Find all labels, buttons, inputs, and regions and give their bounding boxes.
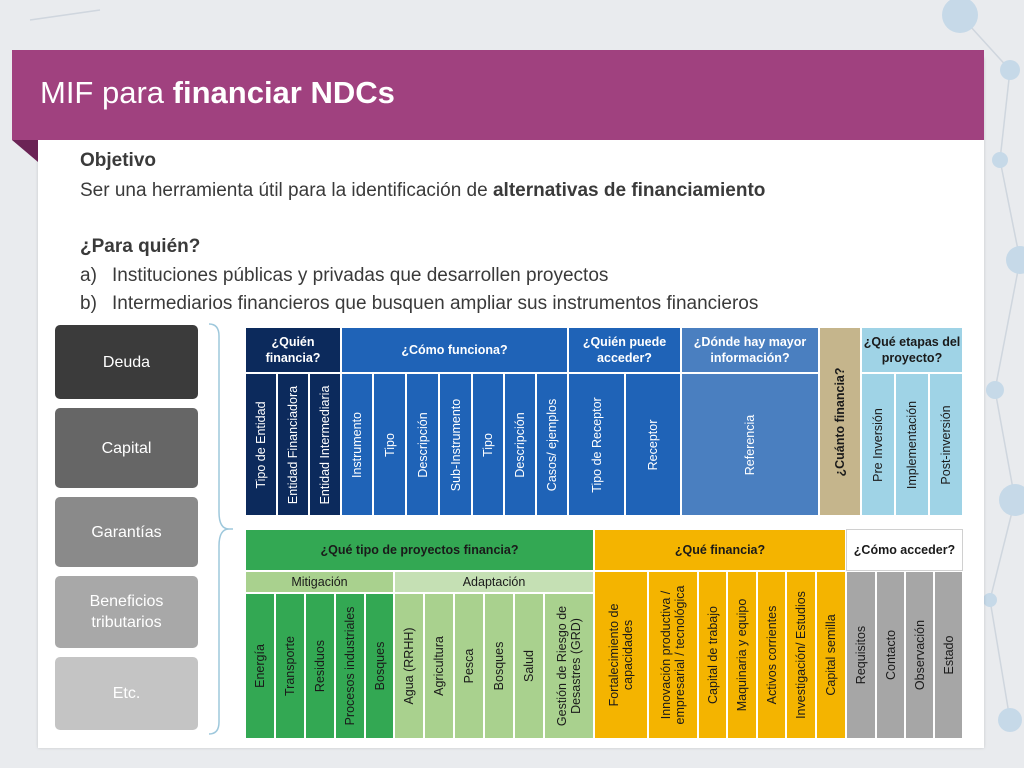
header-como-acceder: ¿Cómo acceder?: [846, 529, 963, 571]
page-title: MIF para financiar NDCs: [40, 75, 395, 111]
col-observacion: Observación: [905, 571, 934, 739]
col-casos-ejemplos: Casos/ ejemplos: [536, 373, 568, 516]
objective-heading: Objetivo: [80, 150, 157, 171]
col-entidad-intermediaria: Entidad Intermediaria: [309, 373, 341, 516]
col-implementacion: Implementación: [895, 373, 929, 516]
audience-item-b: b)Intermediarios financieros que busquen…: [80, 293, 759, 314]
col-requisitos: Requisitos: [846, 571, 876, 739]
col-tipo-de-entidad: Tipo de Entidad: [245, 373, 277, 516]
header-tipo-proyectos: ¿Qué tipo de proyectos financia?: [245, 529, 594, 571]
banner-fold: [12, 140, 38, 162]
col-salud: Salud: [514, 593, 544, 739]
audience-item-a: a)Instituciones públicas y privadas que …: [80, 265, 609, 286]
header-etapas: ¿Qué etapas del proyecto?: [861, 327, 963, 373]
col-referencia: Referencia: [681, 373, 819, 516]
instrument-beneficios-tributarios[interactable]: Beneficios tributarios: [55, 576, 198, 648]
col-agua-rrhh: Agua (RRHH): [394, 593, 424, 739]
col-tipo-1: Tipo: [373, 373, 406, 516]
subheader-mitigacion: Mitigación: [245, 571, 394, 593]
col-post-inversion: Post-inversión: [929, 373, 963, 516]
col-tipo-de-receptor: Tipo de Receptor: [568, 373, 625, 516]
col-tipo-2: Tipo: [472, 373, 504, 516]
header-cuanto-financia: ¿Cuánto financia?: [819, 327, 861, 516]
header-donde-info: ¿Dónde hay mayor información?: [681, 327, 819, 373]
title-banner: [12, 50, 984, 140]
col-maquinaria-equipo: Maquinaria y equipo: [727, 571, 757, 739]
col-descripcion-2: Descripción: [504, 373, 536, 516]
col-pesca: Pesca: [454, 593, 484, 739]
col-descripcion-1: Descripción: [406, 373, 439, 516]
objective-text: Ser una herramienta útil para la identif…: [80, 180, 766, 201]
col-instrumento: Instrumento: [341, 373, 373, 516]
col-capital-de-trabajo: Capital de trabajo: [698, 571, 727, 739]
col-agricultura: Agricultura: [424, 593, 454, 739]
col-fortalecimiento-capacidades: Fortalecimiento de capacidades: [594, 571, 648, 739]
col-bosques-adaptacion: Bosques: [484, 593, 514, 739]
title-plain: MIF para: [40, 75, 165, 110]
header-como-funciona: ¿Cómo funciona?: [341, 327, 568, 373]
col-entidad-financiadora: Entidad Financiadora: [277, 373, 309, 516]
col-gestion-riesgo: Gestión de Riesgo de Desastres (GRD): [544, 593, 594, 739]
col-activos-corrientes: Activos corrientes: [757, 571, 786, 739]
curly-brace: [208, 323, 233, 735]
instrument-etc[interactable]: Etc.: [55, 657, 198, 730]
subheader-adaptacion: Adaptación: [394, 571, 594, 593]
col-receptor: Receptor: [625, 373, 681, 516]
header-quien-financia: ¿Quién financia?: [245, 327, 341, 373]
col-pre-inversion: Pre Inversión: [861, 373, 895, 516]
instrument-capital[interactable]: Capital: [55, 408, 198, 488]
col-investigacion-estudios: Investigación/ Estudios: [786, 571, 816, 739]
col-contacto: Contacto: [876, 571, 905, 739]
instrument-deuda[interactable]: Deuda: [55, 325, 198, 399]
col-sub-instrumento: Sub-Instrumento: [439, 373, 472, 516]
col-procesos-industriales: Procesos industriales: [335, 593, 365, 739]
col-estado: Estado: [934, 571, 963, 739]
col-transporte: Transporte: [275, 593, 305, 739]
col-residuos: Residuos: [305, 593, 335, 739]
col-capital-semilla: Capital semilla: [816, 571, 846, 739]
header-que-financia: ¿Qué financia?: [594, 529, 846, 571]
audience-heading: ¿Para quién?: [80, 236, 201, 257]
col-energia: Energía: [245, 593, 275, 739]
title-bold: financiar NDCs: [172, 75, 395, 110]
header-quien-accede: ¿Quién puede acceder?: [568, 327, 681, 373]
col-bosques-mitigacion: Bosques: [365, 593, 394, 739]
col-innovacion-productiva: Innovación productiva / empresarial / te…: [648, 571, 698, 739]
instrument-garantias[interactable]: Garantías: [55, 497, 198, 567]
